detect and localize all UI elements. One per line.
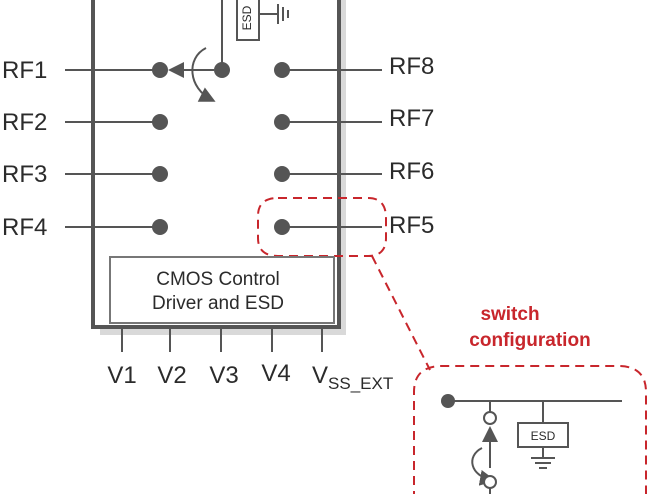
top-esd-label: ESD — [240, 5, 254, 30]
cmos-label-line1: CMOS Control — [156, 269, 280, 290]
vss-main: V — [312, 362, 328, 389]
switch-detail: ESD — [441, 394, 622, 494]
pin-label-v2: V2 — [157, 362, 186, 389]
callout-connector — [371, 255, 431, 371]
rf3-node — [152, 166, 168, 182]
common-node — [214, 62, 230, 78]
rotation-arrow — [191, 47, 216, 102]
callout-title-line1: switch — [480, 304, 539, 325]
cmos-label-line2: Driver and ESD — [152, 293, 284, 314]
pin-label-rf3: RF3 — [2, 161, 47, 188]
pin-label-rf5: RF5 — [389, 212, 434, 239]
rf2-node — [152, 114, 168, 130]
switch-common — [168, 47, 230, 102]
control-pin-leads — [121, 327, 323, 352]
pin-label-rf6: RF6 — [389, 158, 434, 185]
cmos-control-block — [109, 256, 335, 324]
top-esd: ESD — [221, 0, 289, 70]
detail-esd-label: ESD — [531, 429, 556, 443]
pin-label-v1: V1 — [107, 362, 136, 389]
rf5-highlight — [257, 197, 387, 257]
pin-label-v4: V4 — [261, 360, 290, 387]
rf6-node — [274, 166, 290, 182]
callout-box — [413, 365, 647, 499]
pin-label-vss: VSS_EXT — [312, 362, 393, 393]
pin-label-rf8: RF8 — [389, 53, 434, 80]
pin-label-rf4: RF4 — [2, 214, 47, 241]
rf4-node — [152, 219, 168, 235]
rf5-node — [274, 219, 290, 235]
rf8-node — [274, 62, 290, 78]
pin-label-v3: V3 — [209, 362, 238, 389]
pin-label-rf1: RF1 — [2, 57, 47, 84]
rf1-node — [152, 62, 168, 78]
pin-label-rf7: RF7 — [389, 105, 434, 132]
rf7-node — [274, 114, 290, 130]
rf-right-lines — [274, 62, 382, 235]
pin-label-rf2: RF2 — [2, 109, 47, 136]
rf-left-lines — [65, 62, 168, 235]
detail-switch-top — [483, 411, 497, 425]
callout-title-line2: configuration — [469, 330, 590, 351]
detail-switch-bottom — [483, 475, 497, 489]
vss-subscript: SS_EXT — [328, 374, 393, 393]
